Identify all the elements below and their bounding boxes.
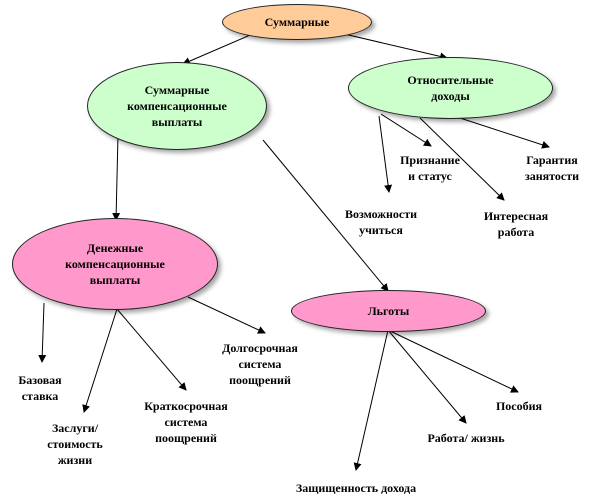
edge-relative-to-job-security [459, 117, 550, 149]
edge-total-to-relative [339, 32, 448, 61]
edge-total-comp-to-monetary [112, 134, 121, 221]
edge-relative-to-recognition [380, 113, 432, 147]
leaf-short-term-incentives: Краткосрочная система поощрений [144, 399, 228, 445]
edge-monetary-to-base-rate [38, 302, 47, 363]
edge-monetary-to-long-term [187, 296, 266, 334]
edge-relative-to-learning [378, 115, 393, 193]
node-benefits: Льготы [291, 290, 486, 332]
node-total: Суммарные [222, 4, 372, 40]
edge-relative-to-interesting-work [419, 117, 505, 201]
leaf-base-rate: Базовая ставка [18, 373, 62, 403]
edge-benefits-to-allowances [387, 329, 519, 393]
leaf-allowances: Пособия [495, 399, 543, 413]
leaf-work-life: Работа/ жизнь [427, 431, 505, 445]
leaf-income-protection: Защищенность дохода [295, 481, 417, 495]
leaf-interesting-work: Интересная работа [483, 209, 549, 239]
node-total-compensation: Суммарные компенсационные выплаты [87, 62, 267, 150]
edge-benefits-to-income-protection [353, 329, 389, 471]
edge-total-comp-to-benefits [262, 139, 389, 292]
edge-total-to-total-comp [182, 32, 256, 65]
leaf-recognition-status: Признание и статус [400, 153, 460, 183]
leaf-job-security: Гарантия занятости [524, 153, 580, 183]
leaf-learning-opportunities: Возможности учиться [344, 207, 418, 237]
edge-benefits-to-work-life [387, 329, 467, 424]
leaf-long-term-incentives: Долгосрочная система поощрений [222, 341, 298, 387]
leaf-merit-cost-of-living: Заслуги/ стоимость жизни [47, 421, 103, 467]
node-monetary-compensation: Денежные компенсационные выплаты [12, 218, 218, 310]
node-relative-income: Относительные доходы [348, 57, 553, 119]
edge-monetary-to-merit [82, 308, 118, 413]
edge-monetary-to-short-term [116, 308, 187, 391]
